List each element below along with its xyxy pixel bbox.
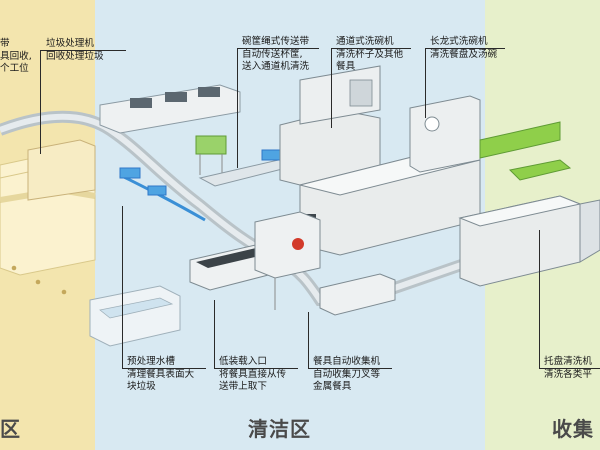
low-entry-station: [254, 211, 321, 310]
left-lower-sink: [89, 285, 181, 347]
callout-left-cut-line-1: 带: [0, 38, 10, 49]
callout-left-cut: 带 具回收, 个工位: [0, 38, 32, 76]
top-row-sinks: [99, 84, 241, 134]
callout-garbage-line-1: 回收处理垃圾: [46, 50, 104, 62]
long-washer: [299, 95, 481, 256]
channel-washer: [279, 65, 381, 191]
callout-tube-conveyor: 碗筐绳式传送带 自动传送杯筐, 送入通道机清洗: [242, 36, 309, 74]
callout-left-cut-line-3: 个工位: [0, 63, 29, 74]
zone-right-label: 收集: [552, 417, 594, 441]
leader-tray-washer-h: [539, 368, 600, 369]
callout-low-entry-line-2: 送带上取下: [219, 381, 267, 392]
leader-channel-washer-h: [331, 48, 411, 49]
callout-auto-collector-title: 餐具自动收集机: [313, 356, 381, 367]
callout-garbage-title: 垃圾处理机: [46, 38, 94, 49]
garbage-machine: [27, 139, 96, 201]
callout-channel-washer: 通道式洗碗机 清洗杯子及其他 餐具: [336, 36, 403, 74]
callout-long-washer-line-1: 清洗餐盘及汤碗: [430, 48, 498, 60]
tray-washer: [458, 195, 600, 287]
callout-tube-conveyor-line-1: 自动传送杯筐,: [242, 48, 303, 60]
callout-garbage: 垃圾处理机 回收处理垃圾: [46, 38, 104, 63]
leader-garbage-h: [40, 50, 126, 51]
green-basket-stand: [195, 135, 227, 175]
leader-low-entry-h: [214, 368, 298, 369]
leader-auto-collector-v: [308, 312, 309, 368]
callout-channel-washer-line-1: 清洗杯子及其他: [336, 48, 404, 60]
callout-tube-conveyor-line-2: 送入通道机清洗: [242, 61, 310, 72]
callout-low-entry: 低装载入口 将餐具直接从传 送带上取下: [219, 356, 286, 394]
callout-presort-sink: 预处理水槽 清理餐具表面大 块垃圾: [127, 356, 194, 394]
callout-long-washer: 长龙式洗碗机 清洗餐盘及汤碗: [430, 36, 497, 61]
leader-garbage-v: [40, 50, 41, 154]
callout-left-cut-line-2: 具回收,: [0, 50, 32, 62]
auto-collector: [319, 273, 396, 316]
zone-middle-label: 清洁区: [248, 417, 311, 441]
callout-channel-washer-title: 通道式洗碗机: [336, 36, 394, 47]
callout-low-entry-line-1: 将餐具直接从传: [219, 368, 287, 380]
callout-auto-collector: 餐具自动收集机 自动收集刀叉等 金属餐具: [313, 356, 380, 394]
callout-long-washer-title: 长龙式洗碗机: [430, 36, 488, 47]
leader-presort-sink-v: [122, 206, 123, 368]
callout-presort-sink-line-1: 清理餐具表面大: [127, 368, 195, 380]
zone-left-label: 区: [0, 417, 21, 441]
callout-tray-washer-line-1: 清洗各类平: [544, 368, 592, 380]
leader-tube-conveyor-v: [237, 48, 238, 168]
callout-presort-sink-title: 预处理水槽: [127, 356, 175, 367]
callout-channel-washer-line-2: 餐具: [336, 61, 356, 72]
callout-auto-collector-line-1: 自动收集刀叉等: [313, 368, 381, 380]
callout-low-entry-title: 低装载入口: [219, 356, 267, 367]
callout-presort-sink-line-2: 块垃圾: [127, 381, 156, 392]
leader-auto-collector-h: [308, 368, 392, 369]
leader-tray-washer-v: [539, 230, 540, 368]
leader-channel-washer-v: [331, 48, 332, 128]
callout-tray-washer-title: 托盘清洗机: [544, 356, 592, 367]
leader-presort-sink-h: [122, 368, 206, 369]
leader-tube-conveyor-h: [237, 48, 319, 49]
leader-long-washer-h: [425, 48, 505, 49]
callout-tray-washer: 托盘清洗机 清洗各类平: [544, 356, 592, 381]
callout-auto-collector-line-2: 金属餐具: [313, 381, 352, 392]
callout-tube-conveyor-title: 碗筐绳式传送带: [242, 36, 310, 47]
green-conveyor: [479, 121, 572, 181]
leader-long-washer-v: [425, 48, 426, 118]
leader-low-entry-v: [214, 300, 215, 368]
